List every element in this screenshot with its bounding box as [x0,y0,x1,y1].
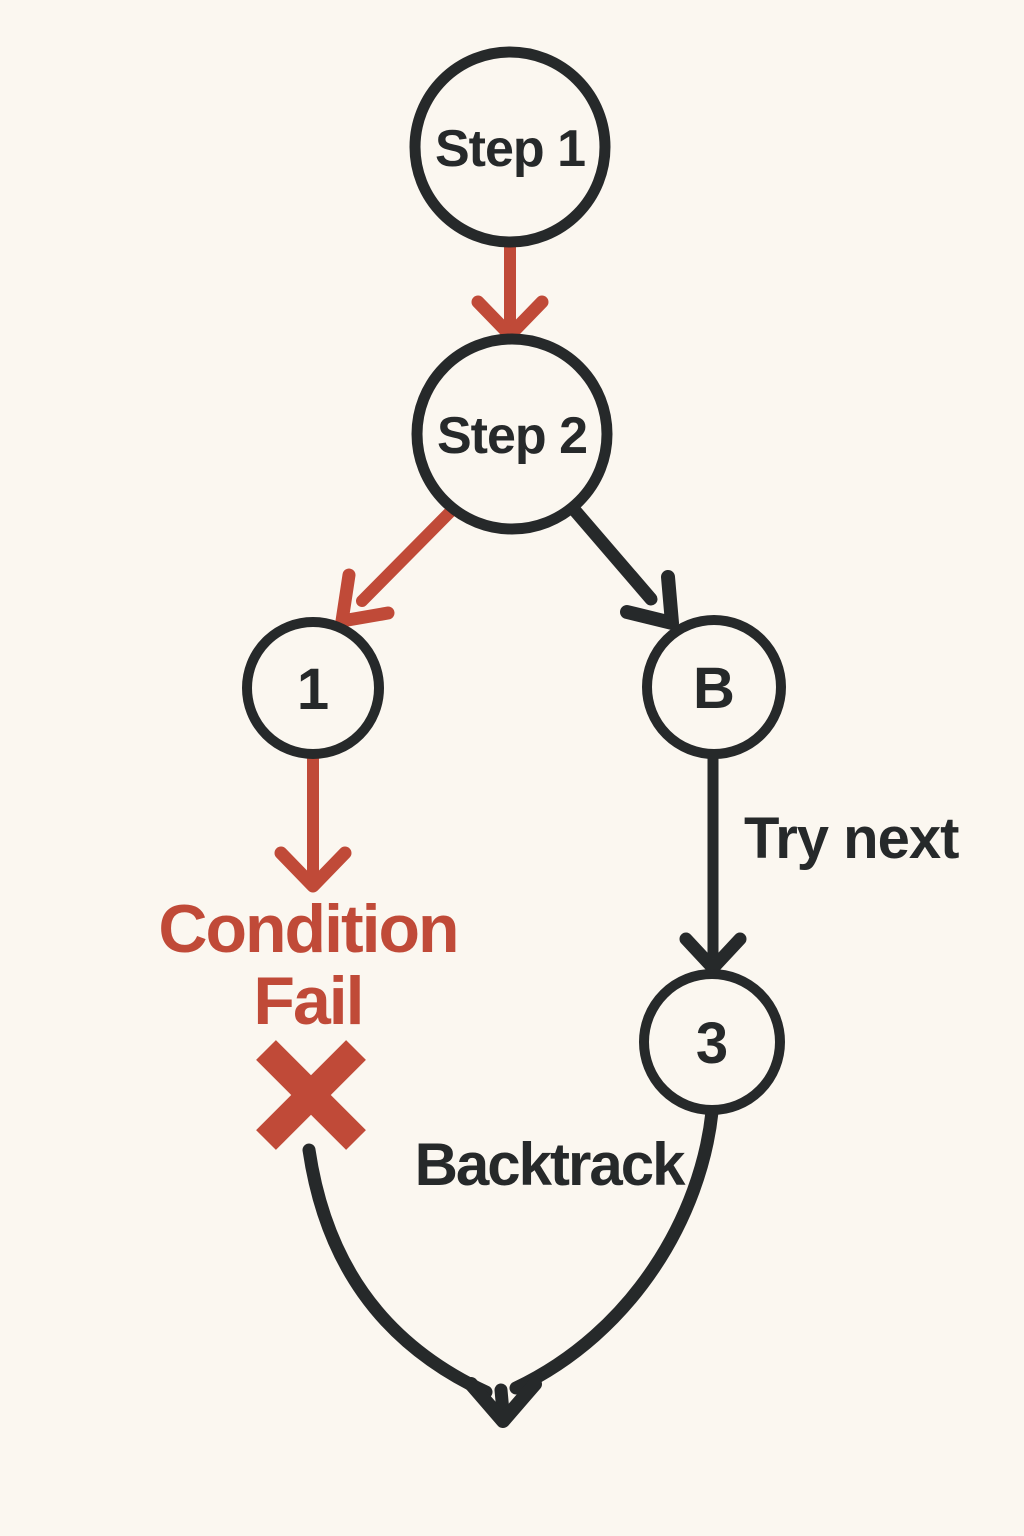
arrowhead-down-exit-icon [464,1377,542,1428]
condition-fail-line2: Fail [253,963,362,1039]
node-option1-circle [242,617,384,759]
node-option1-label: 1 [297,657,329,722]
node-option1: 1 [242,617,384,759]
backtrack-label: Backtrack [415,1131,687,1198]
condition-fail-line1: Condition [158,891,457,967]
node-option3-circle [639,969,785,1115]
edge-step2-to-option1 [335,502,460,628]
node-step2: Step 2 [411,333,613,535]
merge-stem [494,1383,510,1419]
condition-fail-annotation: Condition Fail [158,891,460,1150]
node-option3: 3 [639,969,785,1115]
node-optionB-circle [642,615,786,759]
node-step1: Step 1 [409,46,611,248]
node-step2-circle [411,333,613,535]
node-option3-label: 3 [696,1011,728,1076]
edge-step1-to-step2 [471,241,549,342]
fail-x-stroke-2 [256,1040,366,1150]
edge-step2-option1-shaft [356,502,460,607]
edge-optionB-to-option3 [679,749,747,975]
arrowhead-down-red2-icon [274,846,352,893]
arrowhead-down-black-icon [679,932,747,975]
arrowhead-downright-black-icon [620,570,679,630]
edge-merge-to-exit [302,1105,719,1428]
edge-step2-to-optionB [564,499,679,630]
edge-step2-optionB-shaft [564,499,658,606]
node-step1-label: Step 1 [435,120,585,178]
edge-option1-to-fail [274,750,352,893]
try-next-label: Try next [744,806,959,871]
arrowhead-downleft-red-icon [335,568,395,628]
node-step2-label: Step 2 [437,407,587,465]
merge-curve-right [509,1105,719,1395]
node-step1-circle [409,46,611,248]
node-optionB-label: B [693,656,735,721]
fail-x-icon [256,1040,366,1150]
merge-curve-left [302,1143,493,1399]
node-optionB: B [642,615,786,759]
